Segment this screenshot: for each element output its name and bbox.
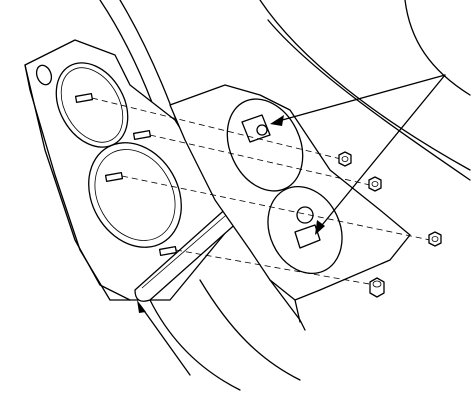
- nut-3: [428, 231, 442, 247]
- arrow-top-right: [274, 74, 446, 123]
- nuts: [338, 151, 442, 298]
- upper-socket-boss: [226, 98, 304, 192]
- rear-mounting-bracket: [169, 84, 411, 331]
- lower-bulb-socket: [294, 206, 321, 249]
- stud-2: [132, 130, 152, 140]
- spacer-nut: [369, 277, 385, 298]
- lower-socket-boss: [267, 185, 343, 275]
- mounting-studs: [74, 93, 178, 256]
- nut-2: [368, 176, 382, 192]
- panel-hole: [35, 64, 53, 86]
- upper-bulb-socket: [241, 114, 271, 143]
- callout-arrows: [137, 74, 446, 376]
- stud-4: [158, 246, 178, 256]
- assembly-lines: [91, 97, 431, 286]
- arrow-bottom-left: [139, 304, 191, 376]
- lower-gauge-opening: [88, 142, 182, 248]
- stud-3: [104, 172, 124, 182]
- instrument-cluster-housing: [24, 39, 242, 302]
- stud-1: [74, 93, 94, 103]
- nut-1: [338, 151, 352, 167]
